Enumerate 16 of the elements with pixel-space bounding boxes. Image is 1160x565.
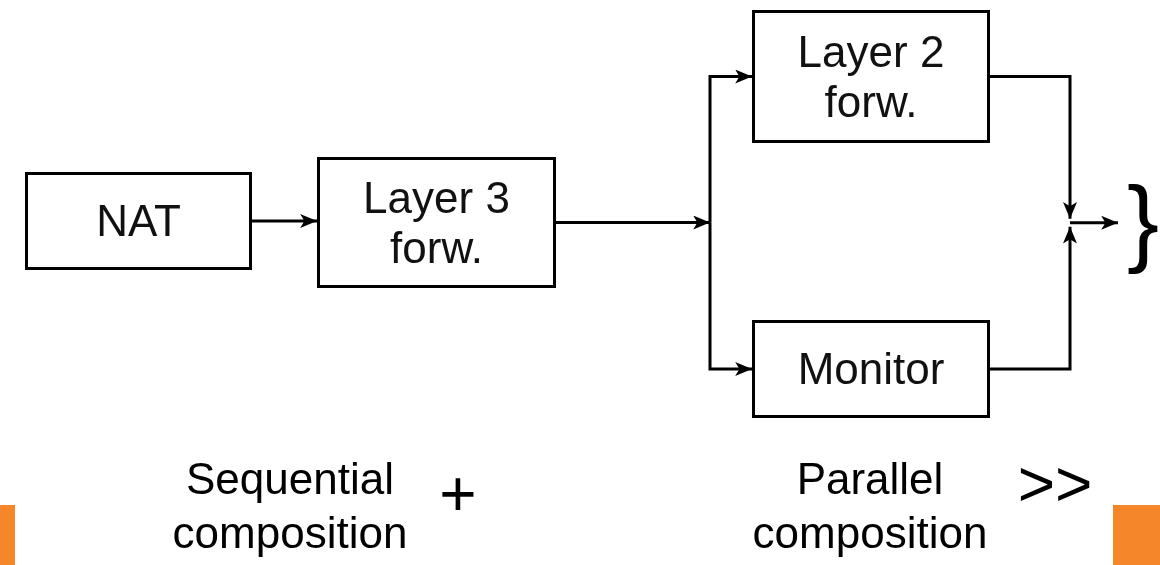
- arrow: [708, 222, 752, 376]
- operator-symbol: +: [438, 462, 478, 526]
- arrow: [990, 226, 1077, 371]
- arrow: [990, 75, 1077, 219]
- arrow: [708, 69, 752, 223]
- process-box: Monitor: [752, 320, 990, 418]
- process-box: NAT: [25, 172, 252, 270]
- caption-text: Sequential composition: [171, 453, 409, 559]
- operator-symbol: >>: [1016, 452, 1094, 516]
- process-box: Layer 3 forw.: [317, 157, 556, 288]
- process-box: Layer 2 forw.: [752, 10, 990, 143]
- arrow: [1070, 215, 1118, 230]
- arrow: [252, 214, 317, 228]
- caption-text: Parallel composition: [751, 453, 989, 559]
- arrow: [556, 215, 710, 230]
- brace: }: [1126, 168, 1160, 274]
